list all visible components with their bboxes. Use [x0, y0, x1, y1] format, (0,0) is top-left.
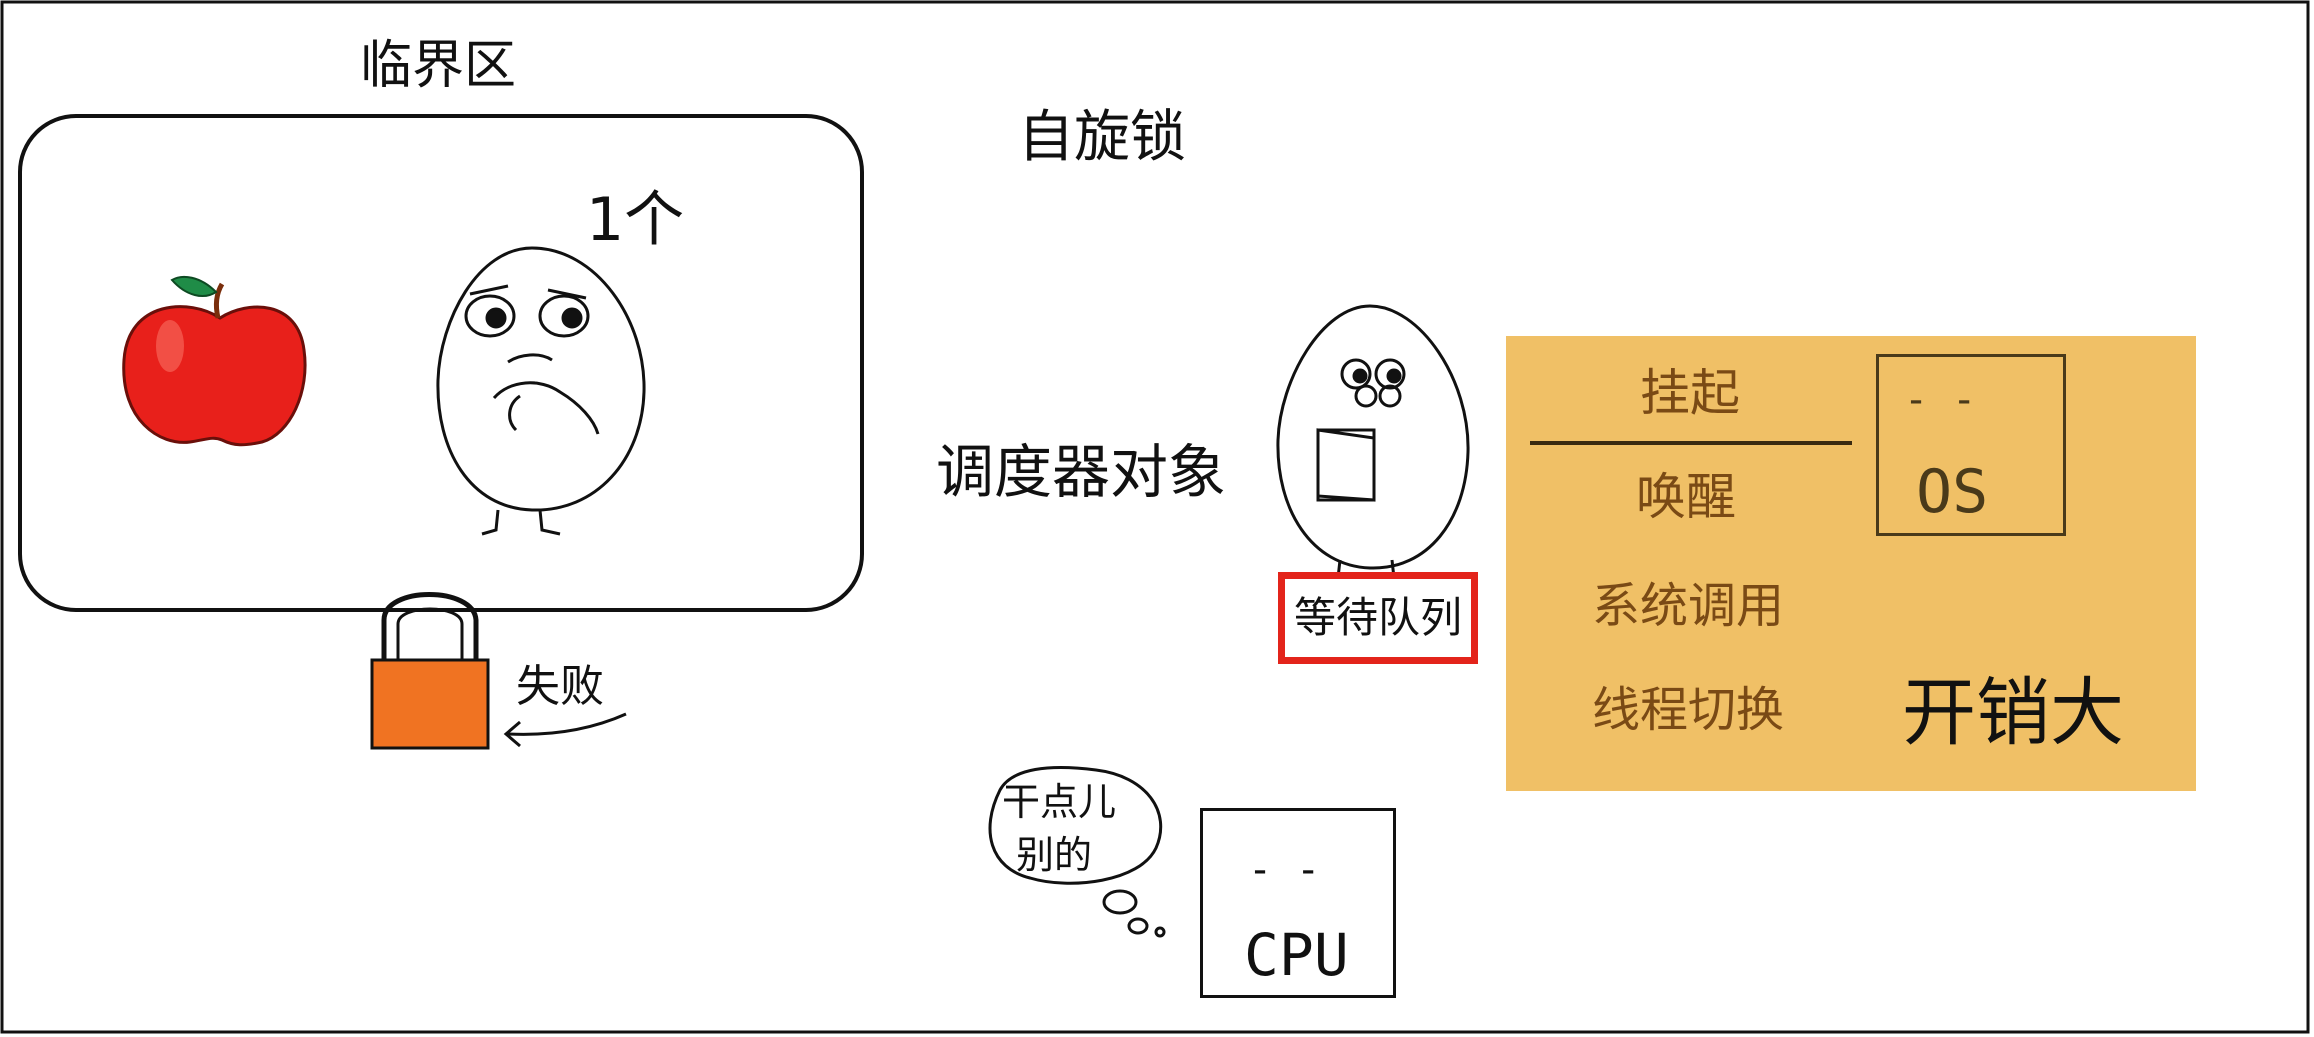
scheduler-character-icon	[1276, 304, 1470, 584]
thought-text-line2: 别的	[1016, 833, 1093, 877]
thought-bubble	[988, 765, 1166, 938]
occupant-count-label: 1个	[586, 185, 685, 255]
syscall-label: 系统调用	[1592, 578, 1785, 634]
suspend-label: 挂起	[1640, 364, 1740, 422]
os-face-box	[1876, 354, 2066, 536]
scheduler-label: 调度器对象	[936, 438, 1227, 506]
os-overhead-panel	[1506, 336, 2196, 791]
wait-queue-highlight: 等待队列	[1278, 572, 1478, 664]
fail-arrow	[507, 712, 627, 736]
os-eyes: - -	[1904, 377, 1977, 423]
wakeup-label: 唤醒	[1636, 468, 1736, 526]
spinlock-title: 自旋锁	[1018, 105, 1186, 170]
wait-queue-label: 等待队列	[1293, 593, 1462, 642]
thought-text-line1: 干点儿	[1002, 780, 1117, 824]
padlock-icon	[370, 592, 490, 750]
high-cost-label: 开销大	[1902, 670, 2124, 756]
fail-arrowhead	[503, 720, 521, 748]
suspend-wakeup-divider	[1530, 441, 1852, 445]
thinking-character-icon	[436, 246, 646, 536]
cpu-eyes: - -	[1248, 847, 1321, 893]
cpu-face-box	[1200, 808, 1396, 998]
cpu-label: CPU	[1244, 921, 1349, 989]
critical-section-title: 临界区	[360, 36, 517, 96]
lock-fail-label: 失败	[516, 661, 604, 712]
apple-icon	[122, 275, 307, 447]
thread-switch-label: 线程切换	[1592, 682, 1785, 738]
os-label: OS	[1916, 457, 1989, 527]
